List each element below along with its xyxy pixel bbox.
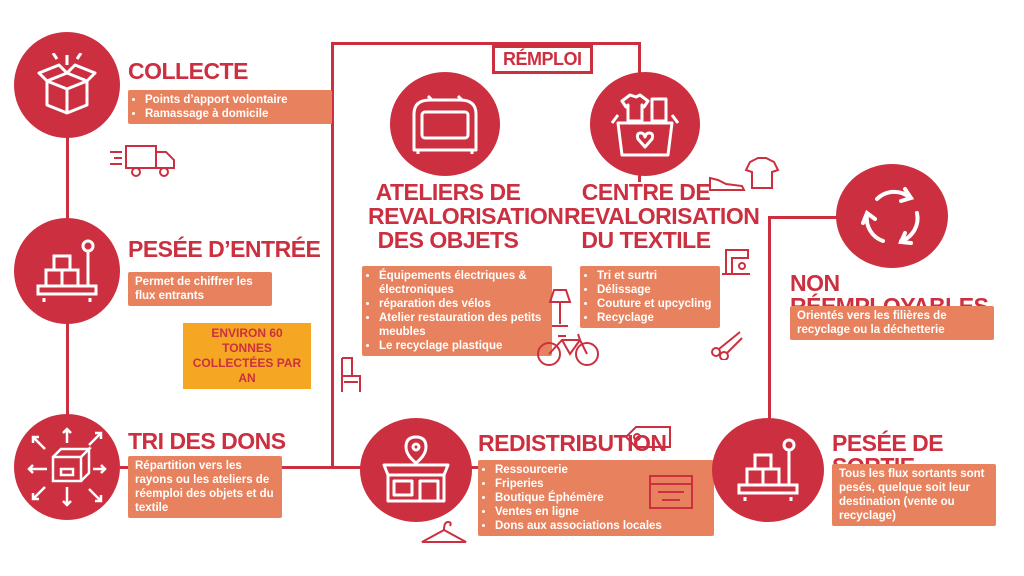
scale-icon bbox=[36, 239, 98, 302]
truck-icon bbox=[110, 145, 175, 177]
chair-icon bbox=[341, 357, 361, 392]
open-box-icon bbox=[37, 53, 97, 115]
textile-box: Tri et surtri Délissage Couture et upcyc… bbox=[580, 266, 720, 328]
recycle-circle bbox=[836, 164, 948, 268]
ateliers-circle bbox=[390, 72, 500, 176]
box-arrows-icon bbox=[27, 427, 107, 507]
sneaker-icon bbox=[709, 176, 746, 191]
connector-reemploi-top bbox=[331, 42, 641, 45]
redistribution-item: Ventes en ligne bbox=[495, 505, 707, 519]
redistribution-box: Ressourcerie Friperies Boutique Éphémère… bbox=[478, 460, 714, 536]
recycle-icon bbox=[861, 187, 920, 245]
ateliers-box: Équipements électriques & électroniques … bbox=[362, 266, 552, 356]
price-tag-icon bbox=[624, 426, 671, 448]
textile-item: Couture et upcycling bbox=[597, 297, 713, 311]
sewing-machine-icon bbox=[722, 249, 750, 275]
ateliers-item: Atelier restauration des petits meubles bbox=[379, 311, 545, 339]
lamp-icon bbox=[548, 289, 572, 327]
collecte-item: Ramassage à domicile bbox=[145, 107, 325, 121]
tri-title: TRI DES DONS bbox=[128, 428, 286, 454]
collecte-item: Points d’apport volontaire bbox=[145, 93, 325, 107]
redistribution-item: Dons aux associations locales bbox=[495, 519, 707, 533]
textile-title-line: REVALORISATION bbox=[564, 203, 760, 229]
redistribution-item: Friperies bbox=[495, 477, 707, 491]
pesee-sortie-circle bbox=[712, 418, 824, 522]
connector-sortie-up bbox=[768, 216, 771, 436]
hanger-icon bbox=[421, 520, 467, 543]
redistribution-item: Boutique Éphémère bbox=[495, 491, 707, 505]
shop-icon bbox=[382, 435, 450, 503]
bicycle-icon bbox=[537, 333, 599, 366]
textile-circle bbox=[590, 72, 700, 176]
tonnage-highlight: ENVIRON 60 TONNES COLLECTÉES PAR AN bbox=[183, 323, 311, 389]
collecte-box: Points d’apport volontaire Ramassage à d… bbox=[128, 90, 332, 124]
ateliers-item: Le recyclage plastique bbox=[379, 339, 545, 353]
scissors-icon bbox=[711, 331, 743, 360]
collecte-title: COLLECTE bbox=[128, 58, 248, 84]
ateliers-item: Équipements électriques & électroniques bbox=[379, 269, 545, 297]
textile-item: Tri et surtri bbox=[597, 269, 713, 283]
textile-title-line: CENTRE DE bbox=[581, 179, 711, 205]
ateliers-title: ATELIERS DE REVALORISATION DES OBJETS bbox=[368, 179, 564, 253]
connector-reemploi-left bbox=[331, 42, 334, 468]
redistribution-circle bbox=[360, 418, 472, 522]
collecte-circle bbox=[14, 32, 120, 138]
toaster-icon bbox=[412, 94, 478, 154]
pesee-sortie-box: Tous les flux sortants sont pesés, quelq… bbox=[832, 464, 996, 526]
tri-box: Répartition vers les rayons ou les ateli… bbox=[128, 456, 282, 518]
tshirt-icon bbox=[744, 157, 780, 189]
ateliers-title-line: ATELIERS DE bbox=[375, 179, 521, 205]
textile-item: Recyclage bbox=[597, 311, 713, 325]
non-reemployables-box: Orientés vers les filières de recyclage … bbox=[790, 306, 994, 340]
ateliers-item: réparation des vélos bbox=[379, 297, 545, 311]
clothes-box-icon bbox=[610, 93, 680, 157]
ateliers-title-line: REVALORISATION bbox=[368, 203, 564, 229]
textile-item: Délissage bbox=[597, 283, 713, 297]
textile-title: CENTRE DE REVALORISATION DU TEXTILE bbox=[564, 179, 760, 253]
pesee-entree-title: PESÉE D’ENTRÉE bbox=[128, 236, 321, 262]
scale-icon bbox=[737, 438, 799, 501]
reemploi-label: RÉMPLOI bbox=[492, 45, 593, 74]
redistribution-title: REDISTRIBUTION bbox=[478, 430, 667, 456]
tri-circle bbox=[14, 414, 120, 520]
ateliers-title-line: DES OBJETS bbox=[377, 227, 519, 253]
redistribution-item: Ressourcerie bbox=[495, 463, 707, 477]
pesee-entree-box: Permet de chiffrer les flux entrants bbox=[128, 272, 272, 306]
connector-to-recycle bbox=[768, 216, 838, 219]
textile-title-line: DU TEXTILE bbox=[581, 227, 711, 253]
pesee-entree-circle bbox=[14, 218, 120, 324]
web-shop-icon bbox=[649, 475, 693, 509]
